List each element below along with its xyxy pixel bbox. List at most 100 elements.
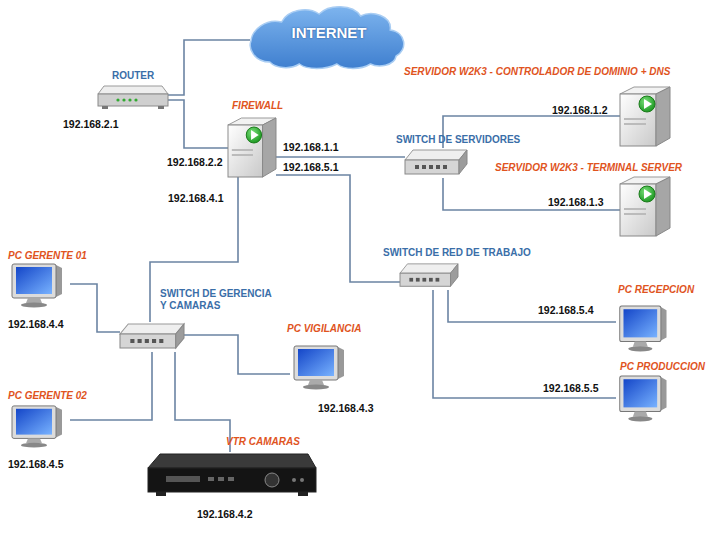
- icon-part: [251, 130, 259, 140]
- icon-part: [300, 478, 304, 482]
- vtr-icon: [148, 452, 316, 498]
- icon-part: [148, 454, 316, 468]
- icon-part: [644, 99, 652, 109]
- network-device: SWITCH DE GERENCIA Y CAMARAS: [120, 322, 184, 352]
- icon-part: [232, 154, 253, 156]
- icon-part: [620, 94, 656, 146]
- icon-part: [120, 324, 184, 334]
- network-link: [433, 290, 616, 398]
- network-link: [184, 335, 290, 374]
- icon-part: [405, 150, 467, 160]
- interface-ip: 192.168.4.1: [168, 192, 223, 204]
- icon-part: [639, 186, 655, 202]
- icon-part: [298, 492, 308, 496]
- network-device: SERVIDOR W2K3 - TERMINAL SERVER192.168.1…: [620, 176, 670, 236]
- icon-part: [443, 165, 447, 169]
- device-name: SWITCH DE SERVIDORES: [396, 134, 520, 146]
- icon-part: [134, 98, 137, 101]
- device-name: SERVIDOR W2K3 - TERMINAL SERVER: [495, 162, 682, 174]
- icon-part: [21, 303, 47, 308]
- icon-part: [405, 160, 459, 174]
- device-name: SWITCH DE GERENCIA Y CAMARAS: [160, 288, 280, 312]
- network-link: [168, 100, 228, 148]
- icon-part: [26, 438, 42, 443]
- icon-part: [102, 106, 108, 109]
- icon-part: [116, 98, 119, 101]
- icon-part: [232, 149, 253, 151]
- icon-part: [130, 339, 134, 343]
- network-link: [168, 40, 250, 95]
- switch-icon: [400, 262, 458, 290]
- server-icon: [228, 117, 276, 177]
- network-device: PC VIGILANCIA192.168.4.3: [290, 344, 352, 390]
- icon-part: [620, 306, 661, 341]
- icon-part: [416, 278, 420, 282]
- icon-part: [624, 118, 646, 120]
- pc-icon: [8, 262, 70, 308]
- icon-part: [624, 123, 646, 125]
- icon-part: [218, 477, 224, 481]
- icon-part: [263, 118, 276, 177]
- pc-icon: [616, 374, 674, 422]
- pc-icon: [616, 304, 674, 352]
- network-link: [276, 175, 400, 282]
- icon-part: [16, 409, 52, 435]
- device-name: PC PRODUCCION: [620, 361, 705, 373]
- icon-part: [639, 96, 655, 112]
- icon-part: [98, 94, 168, 106]
- network-device: PC PRODUCCION192.168.5.5: [616, 374, 674, 422]
- icon-part: [624, 213, 646, 215]
- network-device: FIREWALL: [228, 117, 276, 177]
- network-device: SWITCH DE RED DE TRABAJO: [400, 262, 458, 290]
- network-device: PC GERENTE 01192.168.4.4: [8, 262, 70, 308]
- icon-part: [409, 278, 413, 282]
- icon-part: [158, 106, 164, 109]
- interface-ip: 192.168.1.1: [283, 141, 338, 153]
- device-name: PC GERENTE 01: [8, 250, 87, 262]
- icon-part: [21, 443, 47, 448]
- network-link: [276, 156, 405, 158]
- network-link: [448, 290, 616, 322]
- icon-part: [120, 334, 176, 348]
- icon-part: [623, 309, 657, 337]
- icon-part: [26, 298, 42, 303]
- icon-part: [156, 492, 166, 496]
- icon-part: [148, 468, 316, 492]
- icon-part: [422, 278, 426, 282]
- icon-part: [176, 324, 184, 348]
- icon-part: [415, 165, 419, 169]
- icon-part: [429, 278, 433, 282]
- ip-address: 192.168.2.1: [63, 118, 118, 130]
- network-device: VTR CAMARAS192.168.4.2: [148, 452, 316, 498]
- icon-part: [145, 339, 149, 343]
- icon-part: [298, 349, 334, 376]
- icon-part: [628, 346, 652, 351]
- network-device: ROUTER192.168.2.1: [98, 84, 168, 112]
- icon-part: [656, 177, 670, 236]
- icon-part: [228, 477, 234, 481]
- icon-part: [633, 342, 648, 347]
- interface-ip: 192.168.2.2: [167, 156, 222, 168]
- ip-address: 192.168.4.4: [8, 318, 63, 330]
- device-name: ROUTER: [112, 70, 154, 82]
- icon-part: [166, 476, 200, 482]
- icon-part: [98, 86, 168, 94]
- icon-part: [620, 184, 656, 236]
- network-device: PC RECEPCION192.168.5.4: [616, 304, 674, 352]
- icon-part: [128, 98, 131, 101]
- icon-part: [620, 376, 661, 411]
- device-name: PC VIGILANCIA: [287, 323, 361, 335]
- icon-part: [451, 264, 458, 286]
- icon-part: [628, 416, 652, 421]
- icon-part: [16, 267, 52, 294]
- icon-part: [246, 127, 261, 143]
- pc-icon: [290, 344, 352, 390]
- switch-icon: [405, 148, 467, 178]
- icon-part: [303, 385, 329, 390]
- device-name: PC RECEPCION: [618, 284, 694, 296]
- device-name: VTR CAMARAS: [226, 436, 300, 448]
- ip-address: 192.168.4.3: [318, 402, 373, 414]
- ip-address: 192.168.1.2: [552, 104, 607, 116]
- device-name: SERVIDOR W2K3 - CONTROLADOR DE DOMINIO +…: [404, 66, 670, 78]
